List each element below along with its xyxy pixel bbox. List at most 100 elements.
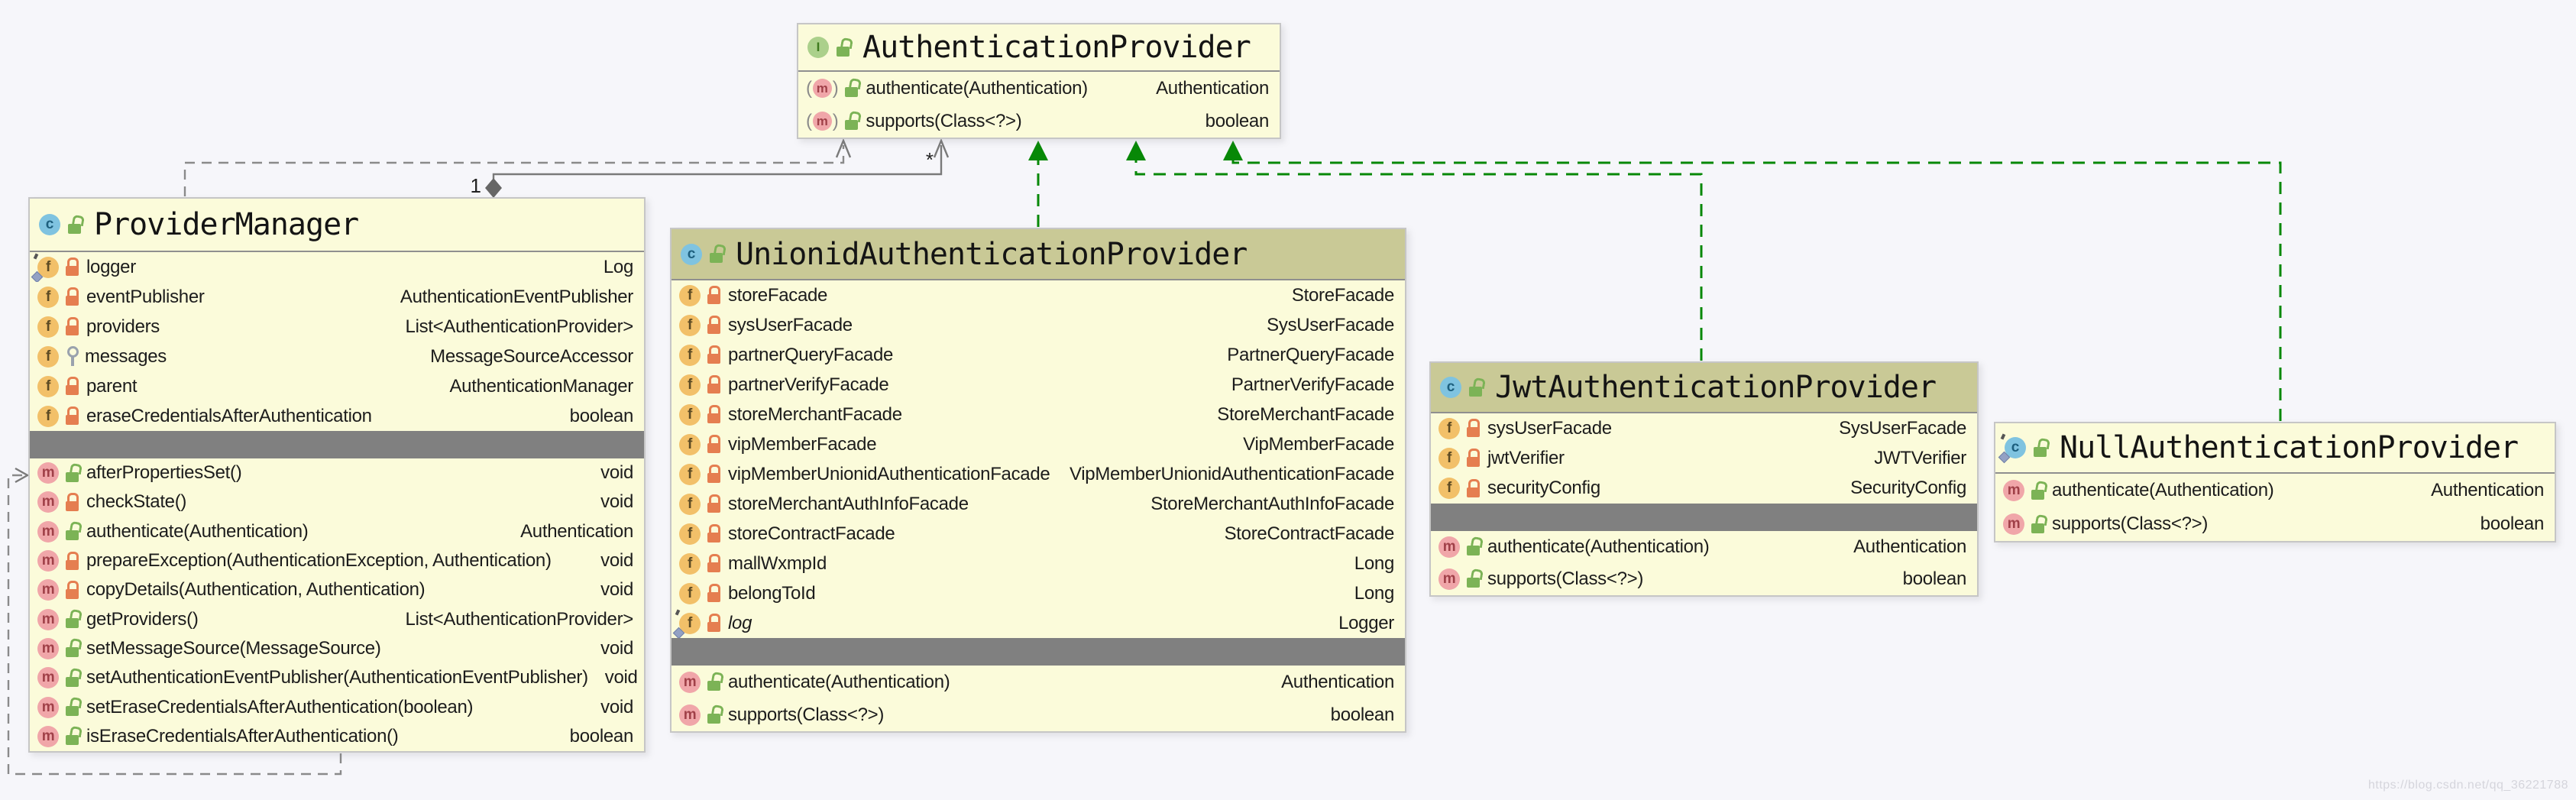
private-lock-icon — [707, 613, 722, 633]
self-dependency-edge-providermanager[interactable] — [7, 467, 342, 776]
aggregation-edge-providermanager-authenticationprovider[interactable]: 1 * — [471, 138, 950, 198]
method-row[interactable]: authenticate(Authentication) Authenticat… — [798, 72, 1280, 105]
field-row[interactable]: storeFacade StoreFacade — [672, 280, 1405, 310]
method-icon — [37, 579, 59, 601]
method-row[interactable]: prepareException(AuthenticationException… — [30, 546, 644, 575]
field-row[interactable]: storeContractFacade StoreContractFacade — [672, 519, 1405, 549]
field-icon — [679, 433, 701, 455]
field-row[interactable]: belongToId Long — [672, 578, 1405, 608]
method-row[interactable]: authenticate(Authentication) Authenticat… — [1995, 474, 2555, 507]
method-icon — [37, 725, 59, 747]
private-lock-icon — [65, 316, 80, 337]
class-node-unionid-authentication-provider[interactable]: UnionidAuthenticationProvider storeFacad… — [670, 228, 1406, 733]
method-icon — [37, 696, 59, 718]
method-icon — [37, 667, 59, 689]
method-row[interactable]: setMessageSource(MessageSource) void — [30, 634, 644, 663]
class-title: JwtAuthenticationProvider — [1495, 370, 1937, 405]
method-row[interactable]: afterPropertiesSet() void — [30, 458, 644, 487]
class-title: NullAuthenticationProvider — [2060, 430, 2519, 465]
field-icon — [679, 552, 701, 575]
dependency-edge-providermanager-authenticationprovider[interactable] — [183, 138, 852, 196]
field-icon — [679, 403, 701, 426]
field-row[interactable]: securityConfig SecurityConfig — [1431, 474, 1977, 504]
public-lock-icon — [2033, 438, 2048, 458]
field-row[interactable]: logger Log — [30, 252, 644, 282]
public-lock-icon — [709, 244, 724, 264]
method-row[interactable]: isEraseCredentialsAfterAuthentication() … — [30, 722, 644, 751]
field-row[interactable]: vipMemberFacade VipMemberFacade — [672, 429, 1405, 459]
method-row[interactable]: authenticate(Authentication) Authenticat… — [1431, 531, 1977, 563]
fields-methods-separator — [30, 431, 644, 458]
method-row[interactable]: checkState() void — [30, 487, 644, 517]
field-row[interactable]: sysUserFacade SysUserFacade — [672, 310, 1405, 340]
public-lock-icon — [2031, 514, 2046, 535]
method-row[interactable]: copyDetails(Authentication, Authenticati… — [30, 575, 644, 604]
private-lock-icon — [65, 376, 80, 397]
field-row[interactable]: mallWxmpId Long — [672, 549, 1405, 578]
private-lock-icon — [707, 494, 722, 514]
realization-edge-jwt-authenticationprovider[interactable] — [1126, 141, 1703, 361]
public-lock-icon — [65, 697, 80, 717]
class-header: AuthenticationProvider — [798, 24, 1280, 72]
field-icon — [37, 286, 59, 308]
private-lock-icon — [65, 580, 80, 601]
private-lock-icon — [707, 464, 722, 484]
field-row[interactable]: log Logger — [672, 608, 1405, 638]
field-icon — [37, 316, 59, 338]
static-field-icon — [672, 608, 701, 638]
private-lock-icon — [1466, 418, 1481, 439]
field-row[interactable]: sysUserFacade SysUserFacade — [1431, 413, 1977, 443]
field-icon — [679, 314, 701, 336]
field-icon — [1438, 417, 1460, 439]
field-row[interactable]: eventPublisher AuthenticationEventPublis… — [30, 282, 644, 312]
class-icon — [1440, 377, 1461, 398]
private-lock-icon — [65, 551, 80, 572]
method-row[interactable]: supports(Class<?>) boolean — [1995, 507, 2555, 541]
field-row[interactable]: jwtVerifier JWTVerifier — [1431, 443, 1977, 473]
method-icon — [2003, 513, 2024, 535]
method-row[interactable]: authenticate(Authentication) Authenticat… — [672, 666, 1405, 698]
public-lock-icon — [1466, 536, 1481, 557]
private-lock-icon — [707, 553, 722, 574]
method-row[interactable]: setEraseCredentialsAfterAuthentication(b… — [30, 692, 644, 721]
multiplicity-many-label: * — [926, 148, 934, 171]
realization-edge-null-authenticationprovider[interactable] — [1223, 141, 2282, 421]
class-header: NullAuthenticationProvider — [1995, 423, 2555, 474]
class-node-authentication-provider[interactable]: AuthenticationProvider authenticate(Auth… — [797, 23, 1281, 139]
public-lock-icon — [65, 463, 80, 484]
private-lock-icon — [707, 583, 722, 604]
method-row[interactable]: supports(Class<?>) boolean — [672, 698, 1405, 731]
method-row[interactable]: authenticate(Authentication) Authenticat… — [30, 517, 644, 546]
field-row[interactable]: parent AuthenticationManager — [30, 371, 644, 401]
public-lock-icon — [836, 37, 851, 58]
interface-icon — [807, 37, 829, 58]
method-icon — [37, 491, 59, 513]
private-lock-icon — [65, 257, 80, 277]
field-row[interactable]: partnerVerifyFacade PartnerVerifyFacade — [672, 370, 1405, 400]
class-node-jwt-authentication-provider[interactable]: JwtAuthenticationProvider sysUserFacade … — [1429, 361, 1979, 597]
method-icon — [37, 520, 59, 543]
field-row[interactable]: eraseCredentialsAfterAuthentication bool… — [30, 401, 644, 431]
field-row[interactable]: storeMerchantFacade StoreMerchantFacade — [672, 400, 1405, 429]
private-lock-icon — [1466, 478, 1481, 499]
field-icon — [37, 345, 59, 368]
static-field-icon — [31, 252, 59, 282]
field-row[interactable]: providers List<AuthenticationProvider> — [30, 312, 644, 342]
method-row[interactable]: supports(Class<?>) boolean — [798, 105, 1280, 138]
private-lock-icon — [65, 406, 80, 426]
field-row[interactable]: messages MessageSourceAccessor — [30, 342, 644, 371]
class-header: UnionidAuthenticationProvider — [672, 229, 1405, 280]
field-row[interactable]: vipMemberUnionidAuthenticationFacade Vip… — [672, 459, 1405, 489]
public-lock-icon — [844, 111, 859, 131]
class-node-null-authentication-provider[interactable]: NullAuthenticationProvider authenticate(… — [1994, 422, 2556, 543]
static-class-icon — [1998, 433, 2026, 464]
method-row[interactable]: setAuthenticationEventPublisher(Authenti… — [30, 663, 644, 692]
method-row[interactable]: getProviders() List<AuthenticationProvid… — [30, 604, 644, 633]
field-row[interactable]: partnerQueryFacade PartnerQueryFacade — [672, 340, 1405, 370]
class-node-provider-manager[interactable]: ProviderManager logger Log eventPublishe… — [28, 197, 646, 753]
method-row[interactable]: supports(Class<?>) boolean — [1431, 563, 1977, 595]
realization-edge-unionid-authenticationprovider[interactable] — [1028, 141, 1048, 227]
field-row[interactable]: storeMerchantAuthInfoFacade StoreMerchan… — [672, 489, 1405, 519]
